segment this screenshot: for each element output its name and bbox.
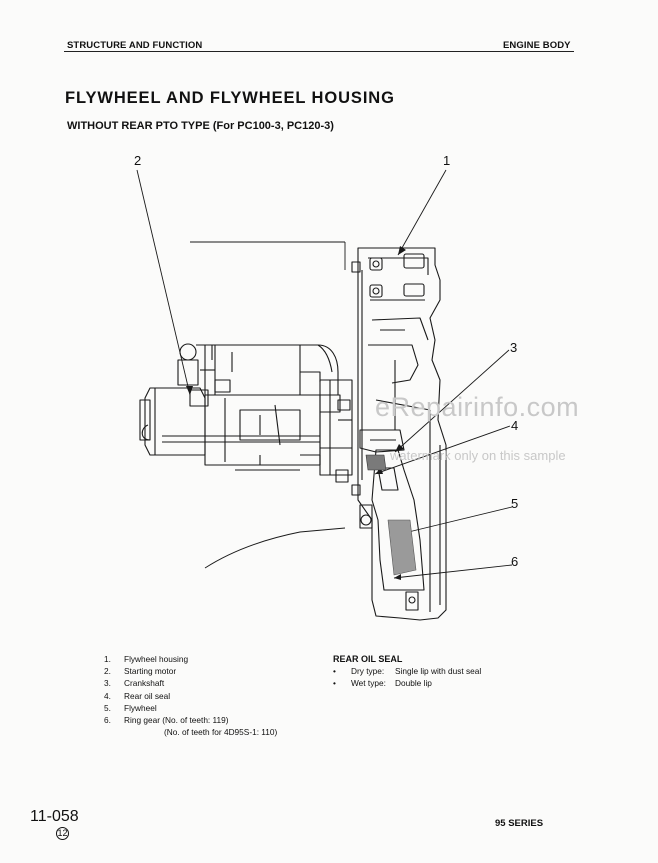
callout-3: 3 bbox=[510, 340, 517, 355]
list-item: 5.Flywheel bbox=[104, 702, 157, 713]
flywheel-housing-diagram: 2 1 3 4 5 6 bbox=[134, 153, 518, 621]
page-subtitle: WITHOUT REAR PTO TYPE (For PC100-3, PC12… bbox=[67, 120, 334, 132]
callout-5: 5 bbox=[511, 496, 518, 511]
list-item: 4.Rear oil seal bbox=[104, 690, 171, 701]
watermark-note: watermark only on this sample bbox=[390, 448, 566, 463]
flywheel-housing bbox=[351, 247, 447, 621]
rear-oil-seal-box: REAR OIL SEAL • Dry type: Single lip wit… bbox=[333, 654, 553, 691]
list-item: • Wet type: Double lip bbox=[333, 678, 432, 689]
page-title: FLYWHEEL AND FLYWHEEL HOUSING bbox=[65, 89, 395, 107]
list-item: • Dry type: Single lip with dust seal bbox=[333, 666, 482, 676]
rear-oil-seal-heading: REAR OIL SEAL bbox=[333, 654, 403, 664]
callout-6: 6 bbox=[511, 554, 518, 569]
list-item: 6.Ring gear (No. of teeth: 119) bbox=[104, 715, 229, 726]
list-item: 3.Crankshaft bbox=[104, 678, 165, 689]
starting-motor bbox=[139, 343, 353, 483]
list-item: 1.Flywheel housing bbox=[104, 654, 189, 664]
page-revision: 12 bbox=[56, 827, 69, 840]
series-label: 95 SERIES bbox=[495, 818, 544, 829]
header-rule bbox=[64, 51, 574, 52]
crankshaft-seal bbox=[359, 360, 405, 471]
header-section-label: STRUCTURE AND FUNCTION bbox=[67, 40, 203, 51]
parts-note: (No. of teeth for 4D95S-1: 110) bbox=[164, 727, 278, 738]
flywheel bbox=[359, 449, 425, 591]
callout-4: 4 bbox=[511, 418, 518, 433]
header-chapter-label: ENGINE BODY bbox=[503, 40, 571, 51]
callout-1: 1 bbox=[443, 153, 450, 168]
leader-lines bbox=[136, 169, 513, 579]
parts-list: 1.Flywheel housing 2.Starting motor 3.Cr… bbox=[104, 653, 277, 738]
watermark-site: eRepairinfo.com bbox=[375, 392, 580, 422]
reference-lines bbox=[190, 241, 346, 569]
callout-2: 2 bbox=[134, 153, 141, 168]
page-number: 11-058 bbox=[30, 808, 79, 825]
list-item: 2.Starting motor bbox=[104, 666, 177, 677]
